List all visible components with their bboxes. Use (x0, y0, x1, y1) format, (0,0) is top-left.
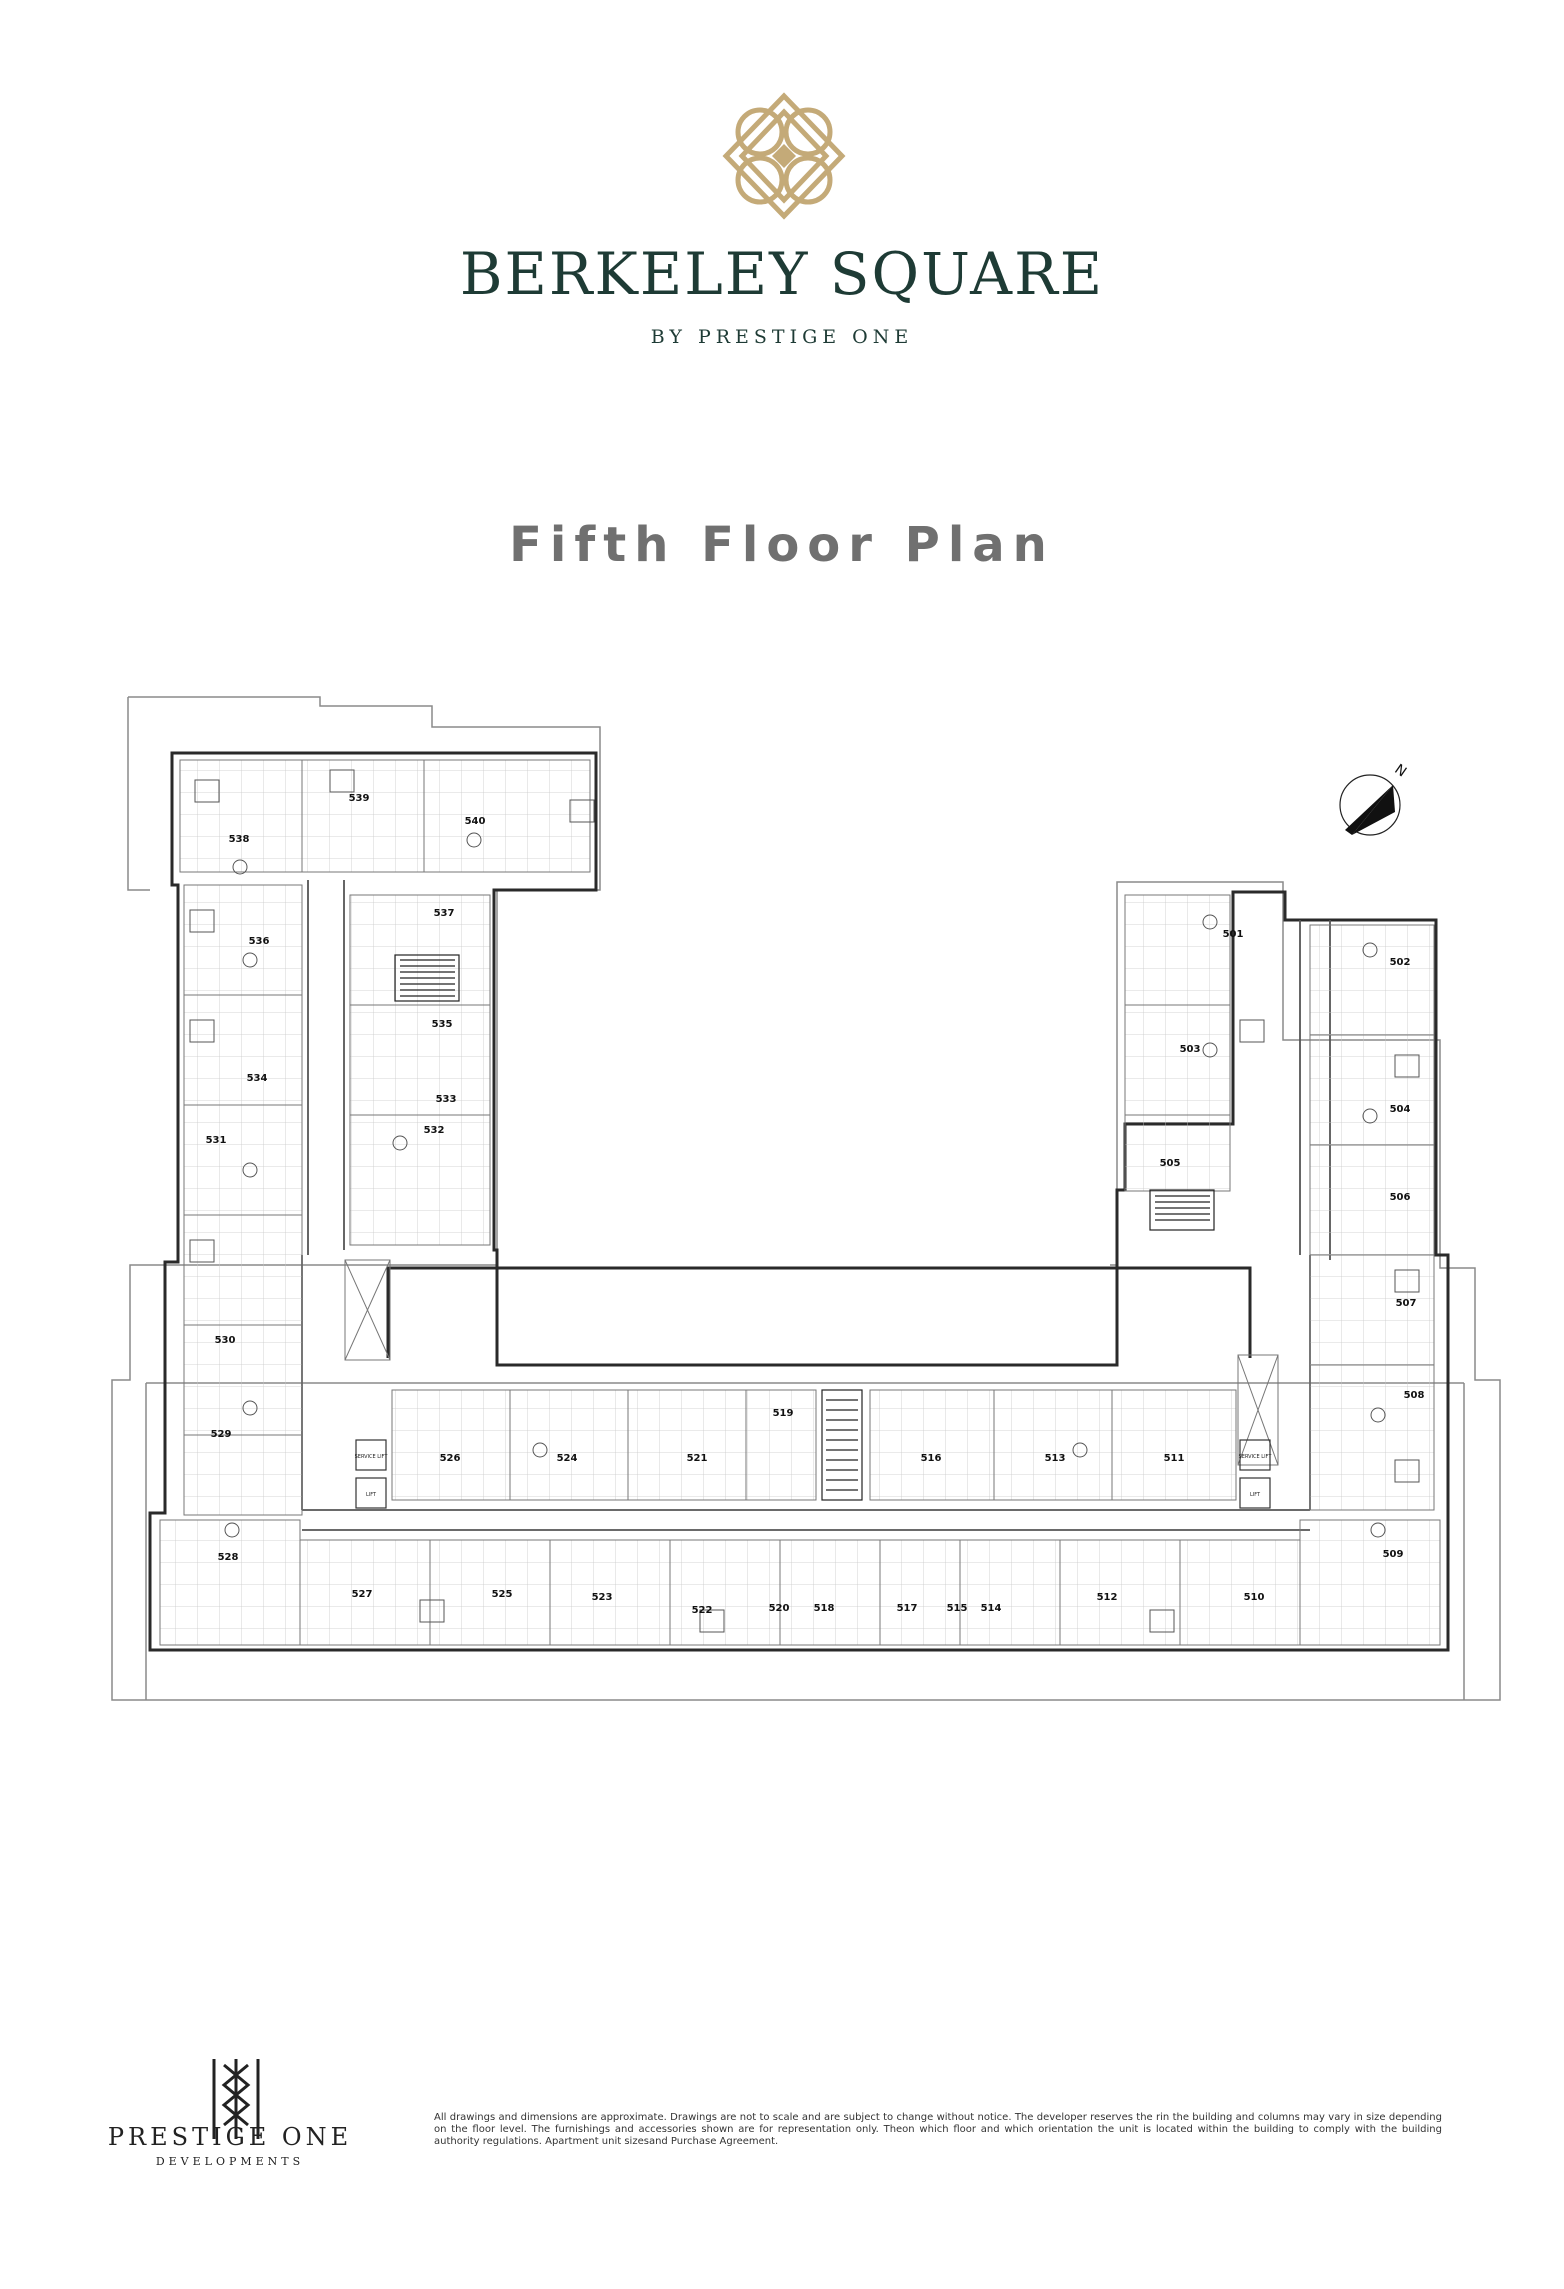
unit-label-502: 502 (1390, 957, 1411, 968)
unit-label-533: 533 (436, 1094, 457, 1105)
unit-label-535: 535 (432, 1019, 453, 1030)
lift-label: SERVICE LIFT (355, 1454, 389, 1460)
lift-cores (355, 1439, 1271, 1509)
unit-label-509: 509 (1383, 1549, 1404, 1560)
lift-label: SERVICE LIFT (1239, 1454, 1273, 1460)
unit-label-514: 514 (981, 1603, 1002, 1614)
berkeley-square-logo-icon (722, 92, 846, 220)
unit-label-534: 534 (247, 1073, 268, 1084)
unit-label-506: 506 (1390, 1192, 1411, 1203)
unit-label-531: 531 (206, 1135, 227, 1146)
unit-label-521: 521 (687, 1453, 708, 1464)
unit-label-519: 519 (773, 1408, 794, 1419)
unit-label-522: 522 (692, 1605, 713, 1616)
north-compass-icon (1339, 774, 1401, 836)
unit-label-515: 515 (947, 1603, 968, 1614)
unit-label-520: 520 (769, 1603, 790, 1614)
prestige-one-logo-icon (212, 2059, 260, 2139)
floor-plan-drawing: SERVICE LIFT LIFT SERVICE LIFT LIFT N 50… (111, 696, 1501, 1701)
unit-label-501: 501 (1223, 929, 1244, 940)
exterior-walls (148, 751, 1450, 1652)
unit-label-532: 532 (424, 1125, 445, 1136)
room-fills (159, 759, 1441, 1646)
brand-title: BERKELEY SQUARE (459, 240, 1105, 308)
unit-label-508: 508 (1404, 1390, 1425, 1401)
unit-label-539: 539 (349, 793, 370, 804)
unit-label-525: 525 (492, 1589, 513, 1600)
disclaimer-text: All drawings and dimensions are approxim… (434, 2112, 1442, 2147)
developer-name: PRESTIGE ONE (107, 2123, 353, 2151)
stair-cores (394, 954, 1215, 1501)
unit-label-523: 523 (592, 1592, 613, 1603)
unit-label-512: 512 (1097, 1592, 1118, 1603)
unit-label-524: 524 (557, 1453, 578, 1464)
unit-label-516: 516 (921, 1453, 942, 1464)
unit-label-527: 527 (352, 1589, 373, 1600)
lift-label: LIFT (1250, 1492, 1261, 1498)
compass-label: N (1391, 761, 1409, 780)
unit-label-503: 503 (1180, 1044, 1201, 1055)
unit-label-511: 511 (1164, 1453, 1185, 1464)
unit-label-526: 526 (440, 1453, 461, 1464)
unit-label-507: 507 (1396, 1298, 1417, 1309)
terrace-outlines (111, 696, 1501, 1701)
unit-label-513: 513 (1045, 1453, 1066, 1464)
unit-labels: 501 502 503 504 505 506 507 508 509 510 511 512 513 5… (206, 793, 1425, 1616)
developer-subtitle: DEVELOPMENTS (155, 2155, 305, 2168)
unit-label-529: 529 (211, 1429, 232, 1440)
brand-subtitle: BY PRESTIGE ONE (650, 326, 914, 348)
furniture-marks (189, 769, 1420, 1633)
unit-label-536: 536 (249, 936, 270, 947)
unit-label-528: 528 (218, 1552, 239, 1563)
unit-label-530: 530 (215, 1335, 236, 1346)
lift-label: LIFT (366, 1492, 377, 1498)
unit-label-505: 505 (1160, 1158, 1181, 1169)
unit-label-518: 518 (814, 1603, 835, 1614)
unit-label-504: 504 (1390, 1104, 1411, 1115)
unit-label-540: 540 (465, 816, 486, 827)
unit-label-538: 538 (229, 834, 250, 845)
unit-label-537: 537 (434, 908, 455, 919)
service-shafts (344, 1259, 1279, 1466)
floor-plan-title: Fifth Floor Plan (509, 517, 1055, 573)
unit-label-510: 510 (1244, 1592, 1265, 1603)
unit-label-517: 517 (897, 1603, 918, 1614)
